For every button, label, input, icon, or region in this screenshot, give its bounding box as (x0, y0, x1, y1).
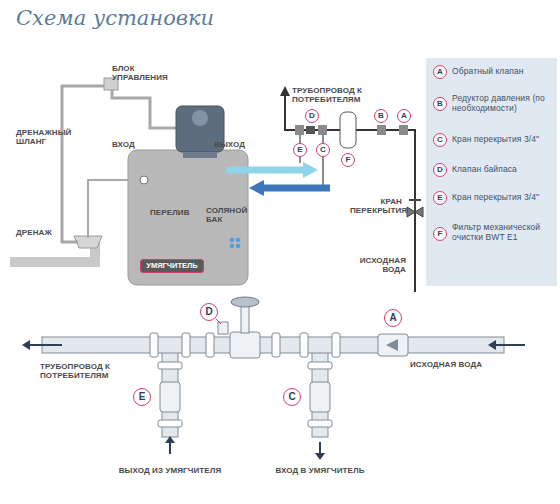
callout-letter: D (309, 112, 315, 120)
leader-line (216, 319, 221, 324)
check-valve (378, 334, 408, 356)
valve-c (318, 125, 327, 135)
legend-text: Кран перекрытия 3/4" (452, 135, 552, 145)
callout-letter: F (346, 156, 351, 164)
fittings (150, 333, 340, 427)
filter-f (340, 112, 356, 148)
callout-number: C (316, 143, 330, 157)
part-label: СОЛЯНОЙ БАК (206, 206, 250, 224)
callout-letter: D (437, 166, 443, 174)
callout-number: F (433, 227, 447, 241)
callout-letter: B (437, 100, 443, 108)
part-label: ИСХОДНАЯ ВОДА (350, 256, 406, 274)
part-label: ИСХОДНАЯ ВОДА (410, 360, 520, 369)
callout-number: B (374, 109, 388, 123)
tee-joint (163, 338, 177, 352)
branch-pipes (300, 134, 323, 185)
callout-number: E (433, 191, 447, 205)
check-valve-a (399, 125, 408, 135)
flow-arrows (28, 345, 525, 454)
callout-number: B (433, 97, 447, 111)
callout-letter: F (438, 230, 443, 238)
bypass-valve-body (230, 332, 260, 358)
salt-icon (230, 238, 240, 248)
legend-text: Клапан байпаса (452, 165, 552, 175)
tag-text: УМЯГЧИТЕЛЬ (146, 262, 197, 270)
callout-number: F (341, 153, 355, 167)
diagram-title: Схема установки (16, 6, 214, 30)
callout-letter: C (437, 136, 443, 144)
pipe-arrowhead (280, 86, 290, 96)
callout-number: D (305, 109, 319, 123)
part-label: ДРЕНАЖНЫЙ ШЛАНГ (16, 128, 76, 146)
overflow-port (140, 176, 148, 184)
legend-text: Редуктор давления (по необходимости) (452, 94, 552, 114)
callout-number: E (293, 143, 307, 157)
tee-joint (313, 338, 327, 352)
branch-valves (160, 382, 330, 412)
callout-letter: E (437, 194, 442, 202)
callout-letter: B (378, 112, 384, 120)
callout-number: A (433, 65, 447, 79)
part-label: ВЫХОД (214, 140, 254, 149)
part-label: ТРУБОПРОВОД К ПОТРЕБИТЕЛЯМ (40, 362, 135, 380)
inflow-arrow (262, 185, 330, 192)
callout-number: E (133, 388, 151, 406)
part-label: ВЫХОД ИЗ УМЯГЧИТЕЛЯ (110, 466, 230, 475)
legend-text: Фильтр механической очистки BWT E1 (452, 223, 552, 243)
part-label: БЛОК УПРАВЛЕНИЯ (112, 64, 174, 82)
valve-neck (183, 152, 217, 158)
handwheel (231, 297, 259, 307)
callout-letter: A (437, 68, 443, 76)
callout-number: A (397, 109, 411, 123)
main-pipe (285, 94, 415, 292)
outflow-arrowhead (303, 162, 318, 178)
callout-number: A (384, 309, 402, 327)
bypass-fitting (218, 322, 228, 334)
flow-arrowheads (22, 340, 496, 460)
part-label: ВХОД В УМЯГЧИТЕЛЬ (260, 466, 380, 475)
legend-panel (426, 58, 557, 286)
check-valve-mark (386, 339, 398, 351)
callout-letter: D (205, 307, 212, 317)
callout-letter: A (389, 313, 396, 323)
callout-letter: E (139, 392, 146, 402)
valve-handle (409, 200, 421, 212)
legend-text: Кран перекрытия 3/4" (452, 193, 552, 203)
bypass-valve (306, 126, 315, 134)
callout-number: C (283, 388, 301, 406)
callout-number: D (200, 303, 218, 321)
part-label: ДРЕНАЖ (16, 228, 66, 237)
part-label: ВХОД (112, 140, 152, 149)
control-dial (192, 110, 208, 126)
valve-e (295, 125, 304, 135)
callout-number: D (433, 163, 447, 177)
legend-text: Обратный клапан (452, 67, 552, 77)
part-label: КРАН ПЕРЕКРЫТИЯ (350, 197, 402, 215)
valve-stem (241, 305, 249, 333)
callout-letter: E (297, 146, 302, 154)
reducer-b (377, 125, 386, 135)
callout-letter: A (401, 112, 407, 120)
part-label: ПЕРЕЛИВ (150, 208, 200, 217)
outflow-arrow (226, 167, 305, 174)
callout-letter: C (320, 146, 326, 154)
inflow-arrowhead (249, 180, 264, 196)
device-tag: УМЯГЧИТЕЛЬ (140, 259, 203, 273)
part-label: ТРУБОПРОВОД К ПОТРЕБИТЕЛЯМ (292, 86, 372, 104)
callout-letter: C (288, 392, 295, 402)
callout-number: C (433, 133, 447, 147)
